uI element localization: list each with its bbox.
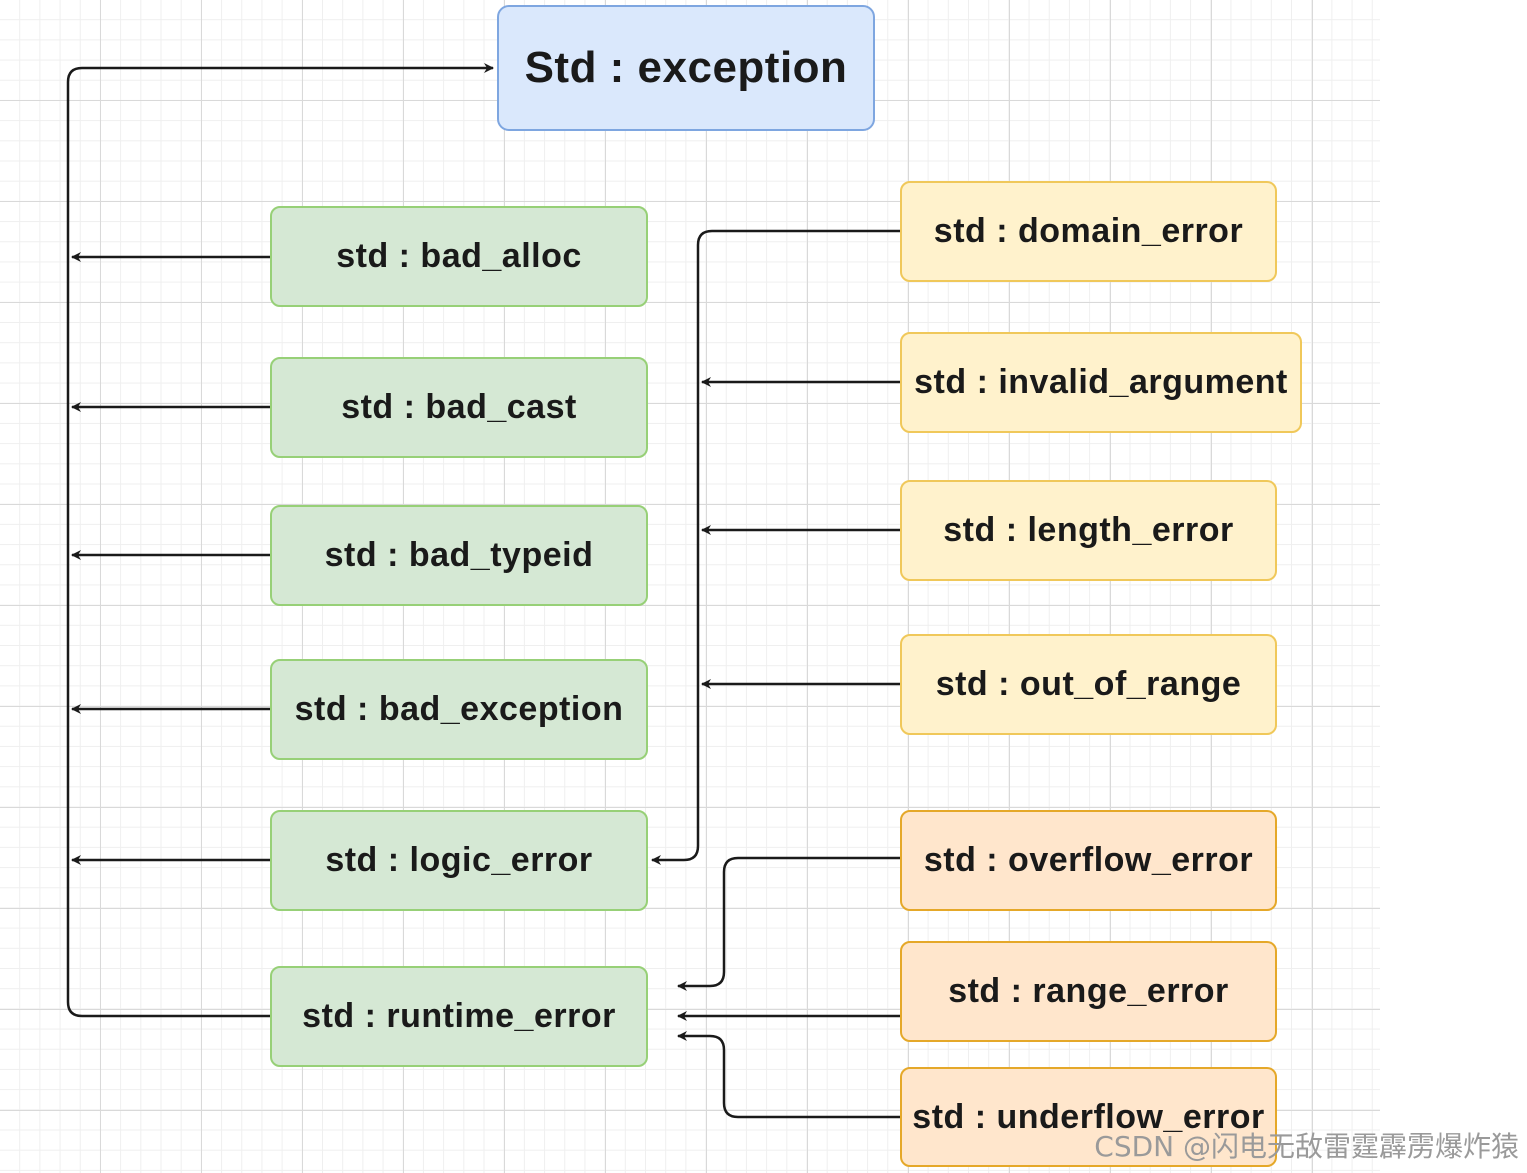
node-bad-exception: std : bad_exception — [270, 659, 648, 760]
node-label: std : bad_exception — [294, 690, 624, 728]
node-label: std : out_of_range — [935, 665, 1242, 703]
node-bad-alloc: std : bad_alloc — [270, 206, 648, 307]
node-label: std : runtime_error — [302, 997, 616, 1035]
node-label: std : bad_typeid — [324, 536, 594, 574]
edge-domain-error-to-logic-error — [651, 229, 900, 865]
node-label: std : bad_alloc — [336, 237, 582, 275]
node-invalid-argument: std : invalid_argument — [900, 332, 1302, 433]
node-overflow-error: std : overflow_error — [900, 810, 1277, 911]
node-out-of-range: std : out_of_range — [900, 634, 1277, 735]
node-label: Std : exception — [524, 43, 848, 92]
node-bad-typeid: std : bad_typeid — [270, 505, 648, 606]
node-label: std : range_error — [948, 972, 1229, 1010]
node-label: std : invalid_argument — [914, 363, 1288, 401]
node-std-exception: Std : exception — [497, 5, 875, 131]
node-underflow-error: std : underflow_error — [900, 1067, 1277, 1167]
node-label: std : domain_error — [933, 212, 1244, 250]
node-range-error: std : range_error — [900, 941, 1277, 1042]
watermark: CSDN @闪电无敌雷霆霹雳爆炸猿 — [1094, 1130, 1519, 1163]
node-runtime-error: std : runtime_error — [270, 966, 648, 1067]
edge-runtime-error-to-exception — [66, 63, 494, 1018]
node-label: std : length_error — [943, 511, 1234, 549]
node-label: std : logic_error — [325, 841, 593, 879]
edge-underflow-error-to-runtime-error — [677, 1031, 900, 1119]
node-label: std : overflow_error — [923, 841, 1254, 879]
node-bad-cast: std : bad_cast — [270, 357, 648, 458]
node-length-error: std : length_error — [900, 480, 1277, 581]
node-logic-error: std : logic_error — [270, 810, 648, 911]
node-label: std : bad_cast — [341, 388, 577, 426]
node-domain-error: std : domain_error — [900, 181, 1277, 282]
edge-overflow-error-to-runtime-error — [677, 856, 900, 991]
node-label: std : underflow_error — [912, 1097, 1265, 1136]
